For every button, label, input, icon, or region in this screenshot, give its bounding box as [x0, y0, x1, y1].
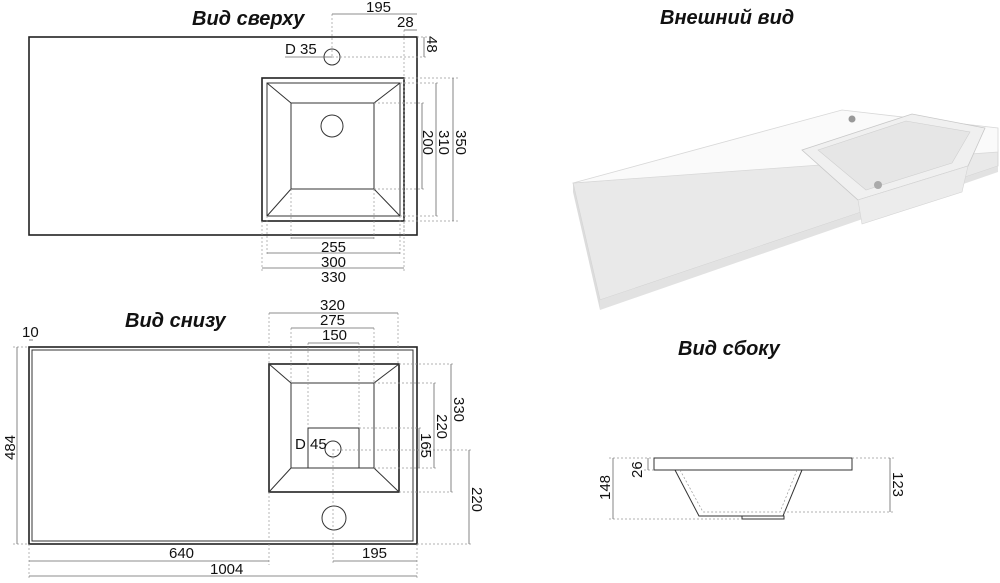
top-view-title: Вид сверху — [192, 8, 305, 30]
bowl-profile — [674, 469, 803, 517]
dim-350: 350 — [452, 130, 469, 155]
countertop-outline — [28, 36, 418, 236]
dim-150: 150 — [322, 327, 347, 344]
countertop-inner-edge — [31, 349, 414, 542]
top-view: Вид сверху D 35 195 28 48 350 310 200 25… — [28, 0, 469, 286]
dim-148: 148 — [597, 475, 614, 500]
dim-1004: 1004 — [210, 561, 243, 578]
dim-123: 123 — [889, 472, 906, 497]
sink-render — [572, 109, 999, 310]
bottom-view: Вид снизу D 45 320 275 150 10 484 330 22… — [2, 297, 485, 580]
dim-330-depth: 330 — [450, 397, 467, 422]
drain-hole — [320, 114, 344, 138]
drain-plate — [307, 427, 360, 469]
dim-300: 300 — [321, 254, 346, 271]
tap-hole-bottom — [321, 505, 347, 531]
sink-outer-edge — [261, 77, 405, 222]
exterior-view: Внешний вид — [572, 7, 999, 310]
countertop-outline-bottom — [28, 346, 418, 545]
dim-10: 10 — [22, 324, 39, 341]
dim-28: 28 — [397, 14, 414, 31]
dim-255: 255 — [321, 239, 346, 256]
dim-26: 26 — [629, 461, 646, 478]
dim-320: 320 — [320, 297, 345, 314]
sink-slope-lines — [266, 82, 401, 217]
dim-310: 310 — [435, 130, 452, 155]
tap-hole-label: D 35 — [285, 41, 317, 58]
dim-200: 200 — [419, 130, 436, 155]
dim-330: 330 — [321, 269, 346, 286]
side-view-title: Вид сбоку — [678, 338, 781, 360]
dim-275: 275 — [320, 312, 345, 329]
dim-165: 165 — [417, 433, 434, 458]
dim-48: 48 — [423, 36, 440, 53]
exterior-view-title: Внешний вид — [660, 7, 794, 29]
dim-220-hole: 220 — [468, 487, 485, 512]
bowl-bottom — [290, 382, 375, 469]
dim-195: 195 — [366, 0, 391, 16]
slab-profile — [653, 457, 853, 471]
dim-195-bottom: 195 — [362, 545, 387, 562]
sink-inner-edge — [266, 82, 401, 217]
bottom-view-title: Вид снизу — [125, 310, 226, 332]
drain-profile — [741, 515, 785, 520]
dim-484: 484 — [2, 435, 19, 460]
dim-220-depth: 220 — [433, 414, 450, 439]
side-view: Вид сбоку 148 26 123 — [597, 338, 906, 520]
drain-label: D 45 — [295, 436, 327, 453]
dim-640: 640 — [169, 545, 194, 562]
bowl-slope-lines — [268, 363, 400, 493]
sink-bottom — [290, 102, 375, 190]
